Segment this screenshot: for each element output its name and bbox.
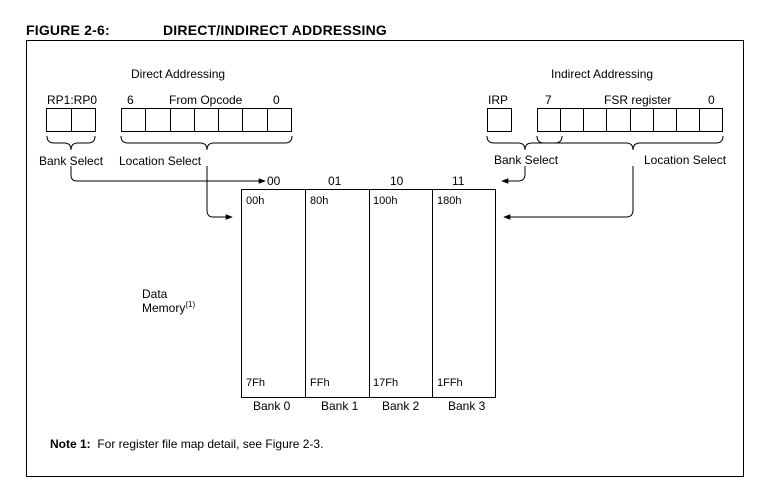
register-bit	[268, 109, 291, 131]
indirect-bank-select-label: Bank Select	[494, 153, 559, 167]
bank-code-10: 10	[390, 174, 404, 188]
figure-title: DIRECT/INDIRECT ADDRESSING	[163, 22, 388, 38]
register-bit	[654, 109, 677, 131]
memory-bank-2	[369, 189, 433, 398]
indirect-location-brace	[536, 135, 724, 151]
register-bit	[72, 109, 96, 131]
bank-code-01: 01	[328, 174, 342, 188]
irp-register	[487, 108, 512, 132]
register-bit	[122, 109, 147, 131]
footnote-text: For register file map detail, see Figure…	[97, 437, 324, 451]
direct-location-brace	[120, 135, 293, 151]
register-bit	[243, 109, 268, 131]
bank-3-name: Bank 3	[448, 399, 486, 413]
memory-bank-3	[432, 189, 496, 398]
direct-addressing-heading: Direct Addressing	[131, 67, 226, 81]
bank-0-start-address: 00h	[246, 195, 265, 207]
register-bit	[631, 109, 654, 131]
fsr-register-label: FSR register	[604, 93, 672, 107]
register-bit	[195, 109, 220, 131]
fsr-register	[537, 108, 723, 132]
register-bit	[47, 109, 72, 131]
indirect-addressing-heading: Indirect Addressing	[551, 67, 654, 81]
register-bit	[677, 109, 700, 131]
figure-frame	[26, 40, 744, 477]
bank-2-end-address: 17Fh	[373, 377, 399, 389]
bank-2-name: Bank 2	[382, 399, 420, 413]
bank-0-end-address: 7Fh	[246, 377, 265, 389]
direct-bit-high: 6	[127, 93, 134, 107]
indirect-bit-low: 0	[708, 93, 715, 107]
data-memory-label-line2: Memory	[142, 301, 186, 315]
bank-3-start-address: 180h	[437, 195, 462, 207]
data-memory-footnote-ref: (1)	[185, 300, 196, 309]
footnote-prefix: Note 1:	[50, 437, 91, 451]
bank-code-11: 11	[452, 174, 465, 188]
register-bit	[488, 109, 511, 131]
data-memory-label: Memory(1)	[142, 300, 195, 315]
register-bit	[607, 109, 631, 131]
bank-code-00: 00	[267, 174, 281, 188]
data-memory-label-line1: Data	[142, 287, 168, 301]
register-bit	[584, 109, 608, 131]
direct-location-select-label: Location Select	[119, 154, 202, 168]
bank-1-start-address: 80h	[310, 195, 329, 207]
memory-bank-0	[241, 189, 306, 398]
bank-1-end-address: FFh	[310, 377, 330, 389]
irp-label: IRP	[488, 93, 509, 107]
indirect-location-arrow	[503, 166, 634, 220]
rp-register	[46, 108, 96, 132]
bank-2-start-address: 100h	[373, 195, 398, 207]
rp-label: RP1:RP0	[47, 93, 98, 107]
indirect-bank-arrow	[501, 166, 526, 184]
register-bit	[171, 109, 195, 131]
register-bit	[538, 109, 562, 131]
bank-0-name: Bank 0	[253, 399, 291, 413]
register-bit	[561, 109, 585, 131]
direct-bank-select-label: Bank Select	[39, 154, 104, 168]
bank-1-name: Bank 1	[321, 399, 359, 413]
register-bit	[219, 109, 244, 131]
opcode-register	[121, 108, 292, 132]
memory-bank-1	[305, 189, 370, 398]
direct-bank-brace	[46, 135, 96, 151]
figure-number: FIGURE 2-6:	[26, 22, 110, 38]
direct-location-arrow	[206, 166, 233, 220]
bank-3-end-address: 1FFh	[437, 377, 463, 389]
from-opcode-label: From Opcode	[169, 93, 243, 107]
register-bit	[700, 109, 722, 131]
direct-bank-arrow	[70, 166, 266, 184]
direct-bit-low: 0	[273, 93, 280, 107]
indirect-bit-high: 7	[545, 93, 552, 107]
register-bit	[146, 109, 171, 131]
indirect-location-select-label: Location Select	[644, 153, 727, 167]
footnote: Note 1: For register file map detail, se…	[50, 437, 323, 451]
